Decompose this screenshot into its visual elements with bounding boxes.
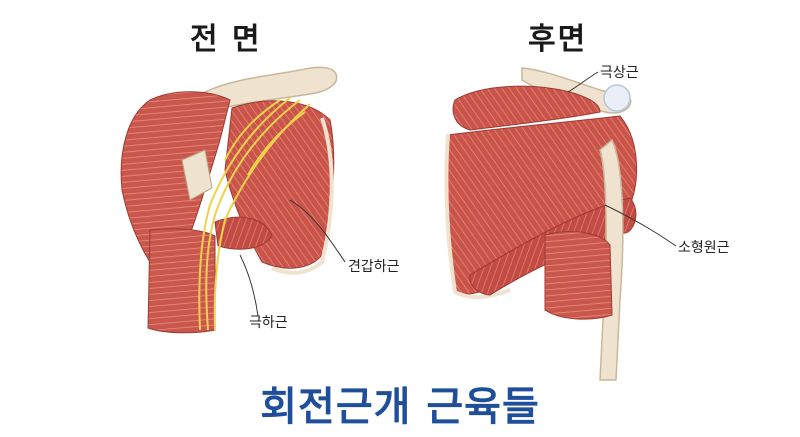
front-view-illustration: [120, 66, 338, 334]
label-supraspinatus: 극상근: [600, 65, 639, 81]
main-title: 회전근개 근육들: [260, 384, 540, 430]
leader-line-supraspinatus: [567, 71, 599, 93]
leader-line-teres: [239, 254, 259, 317]
label-teres-minor: 소형원근: [678, 240, 730, 256]
back-view-illustration: [444, 67, 638, 381]
leader-line-infraspinatus: [604, 204, 677, 247]
label-subscapularis: 견갑하근: [348, 259, 400, 275]
front-view-title: 전 면: [190, 22, 262, 57]
back-view-title: 후면: [528, 22, 588, 57]
brachial-plexus-nerves: [198, 97, 311, 331]
label-teres: 극하근: [249, 315, 288, 331]
leader-line-subscapularis: [289, 199, 346, 263]
